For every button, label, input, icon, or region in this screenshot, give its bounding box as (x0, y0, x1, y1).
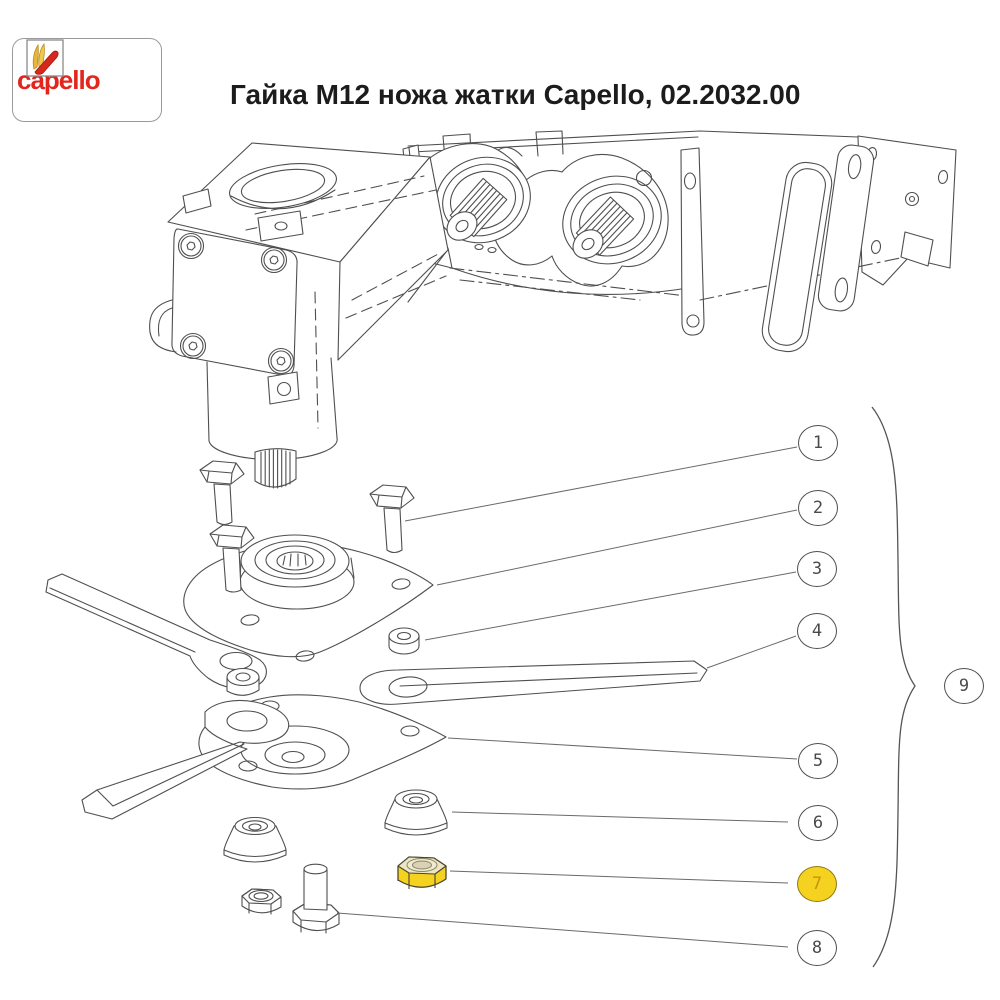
splined-shaft-1 (446, 177, 508, 241)
hex-bolt-right (369, 484, 415, 554)
callout-4[interactable]: 4 (797, 613, 837, 649)
leader-lines (336, 446, 798, 948)
callout-1[interactable]: 1 (798, 425, 838, 461)
hex-nut (241, 888, 282, 915)
knife-drive-housing (361, 130, 957, 353)
m12-lock-nut-highlighted (397, 856, 447, 889)
group-brace (871, 406, 916, 968)
end-plates (699, 135, 957, 353)
callout-6[interactable]: 6 (798, 805, 838, 841)
dome-washer-right (384, 789, 448, 836)
bevel-gearbox (149, 142, 449, 489)
callout-2[interactable]: 2 (798, 490, 838, 526)
callout-3[interactable]: 3 (797, 551, 837, 587)
hex-bolt-front (209, 524, 255, 593)
top-knife-plate (183, 534, 434, 662)
knife-pivot-washer (226, 667, 260, 696)
callout-9[interactable]: 9 (944, 668, 984, 704)
socket-bolts (177, 232, 295, 375)
lower-knife-blade (81, 699, 290, 820)
callout-7-highlighted[interactable]: 7 (797, 866, 837, 902)
upper-knife-blade (45, 573, 267, 696)
capello-corn-icon (26, 39, 64, 77)
callout-8[interactable]: 8 (797, 930, 837, 966)
splined-shaft-2 (572, 196, 635, 259)
dome-washer-left (223, 816, 287, 863)
upright-bolt (292, 863, 340, 934)
page-title: Гайка М12 ножа жатки Capello, 02.2032.00 (230, 78, 801, 110)
spacer-washer (388, 627, 420, 655)
capello-logo: capello (12, 38, 162, 122)
gearbox-splined-shaft (254, 448, 297, 489)
hex-bolt-left (199, 460, 245, 526)
callout-5[interactable]: 5 (798, 743, 838, 779)
strap-bracket (680, 147, 705, 336)
bearing-hub (239, 534, 355, 610)
long-knife-blade (359, 660, 708, 705)
